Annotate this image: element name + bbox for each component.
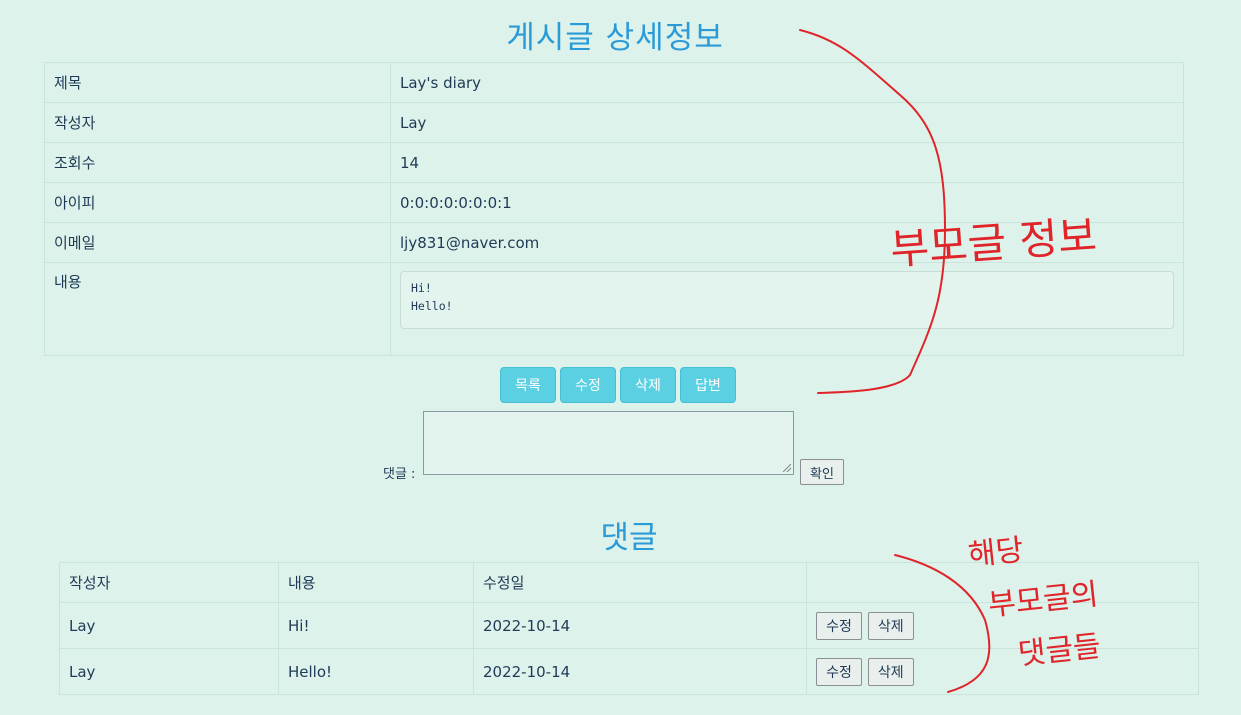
resize-grip-icon[interactable] [783,464,791,472]
table-row: Lay Hi! 2022-10-14 수정 삭제 [59,602,1199,649]
comment-actions: 수정 삭제 [806,602,1199,649]
comment-delete-button[interactable]: 삭제 [867,611,914,640]
detail-label: 내용 [44,262,391,356]
comment-textarea[interactable] [423,411,794,475]
detail-label: 이메일 [44,222,391,263]
confirm-button[interactable]: 확인 [800,459,844,485]
detail-value: Lay's diary [390,62,1184,103]
content-box: Hi! Hello! [400,271,1174,329]
detail-value: Hi! Hello! [390,262,1184,356]
column-header: 내용 [278,562,474,603]
detail-value: 14 [390,142,1184,183]
column-header: 작성자 [59,562,279,603]
detail-row-views: 조회수 14 [44,142,1184,183]
detail-row-content: 내용 Hi! Hello! [44,262,1184,356]
post-detail-table: 제목 Lay's diary 작성자 Lay 조회수 14 아이피 0:0:0:… [44,62,1184,356]
comment-date: 2022-10-14 [473,602,807,649]
comments-header-row: 작성자 내용 수정일 [59,562,1199,603]
detail-row-ip: 아이피 0:0:0:0:0:0:0:1 [44,182,1184,223]
comments-table: 작성자 내용 수정일 Lay Hi! 2022-10-14 수정 삭제 Lay … [59,562,1199,695]
column-header [806,562,1199,603]
comment-actions: 수정 삭제 [806,648,1199,695]
edit-button[interactable]: 수정 [560,367,616,403]
content-line: Hi! [411,281,432,295]
detail-label: 아이피 [44,182,391,223]
comment-author: Lay [59,602,279,649]
post-action-buttons: 목록 수정 삭제 답변 [500,367,736,403]
detail-value: 0:0:0:0:0:0:0:1 [390,182,1184,223]
detail-label: 제목 [44,62,391,103]
detail-label: 조회수 [44,142,391,183]
comment-content: Hi! [278,602,474,649]
comments-title: 댓글 [600,520,658,556]
list-button[interactable]: 목록 [500,367,556,403]
comment-edit-button[interactable]: 수정 [816,611,862,640]
detail-value: Lay [390,102,1184,143]
detail-label: 작성자 [44,102,391,143]
content-line: Hello! [411,299,453,313]
page-title: 게시글 상세정보 [506,20,724,56]
detail-row-title: 제목 Lay's diary [44,62,1184,103]
delete-button[interactable]: 삭제 [620,367,676,403]
comment-author: Lay [59,648,279,695]
comment-date: 2022-10-14 [473,648,807,695]
comment-edit-button[interactable]: 수정 [816,657,862,686]
comment-delete-button[interactable]: 삭제 [867,657,914,686]
detail-row-email: 이메일 ljy831@naver.com [44,222,1184,263]
comment-label: 댓글 : [383,467,416,482]
detail-value: ljy831@naver.com [390,222,1184,263]
reply-button[interactable]: 답변 [680,367,736,403]
comment-content: Hello! [278,648,474,695]
table-row: Lay Hello! 2022-10-14 수정 삭제 [59,648,1199,695]
column-header: 수정일 [473,562,807,603]
detail-row-author: 작성자 Lay [44,102,1184,143]
